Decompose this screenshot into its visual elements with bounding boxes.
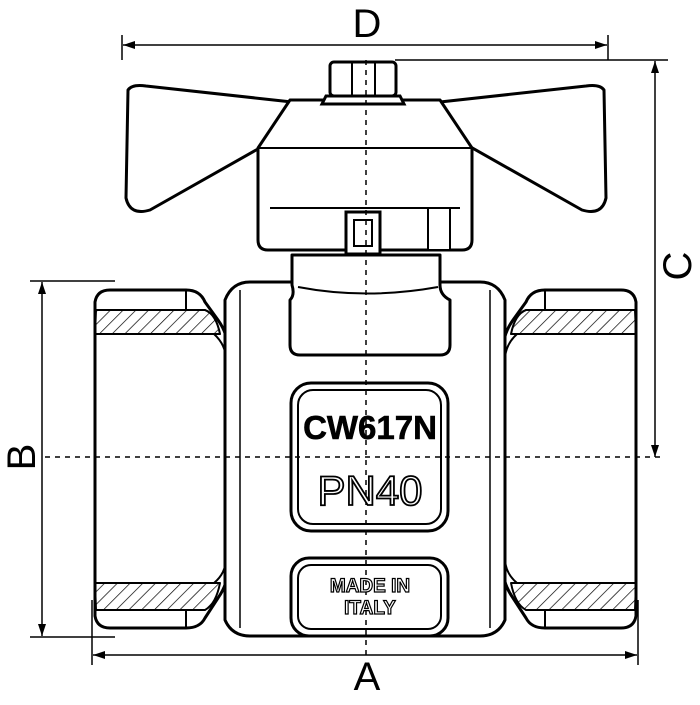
left-port-outline — [93, 288, 230, 630]
dimension-a-label: A — [354, 655, 381, 699]
origin-plate-inner — [297, 564, 442, 630]
right-port — [501, 288, 638, 630]
valve-body — [93, 253, 638, 638]
left-thread-top-hatch — [94, 309, 221, 335]
dimension-c: C — [395, 59, 700, 457]
top-nut — [319, 60, 407, 106]
butterfly-handle — [124, 84, 608, 252]
dimension-b-label: B — [0, 444, 44, 471]
dimension-a: A — [91, 600, 639, 699]
stem-square-inner — [353, 219, 373, 247]
dimension-c-label: C — [656, 252, 700, 281]
nut-hex — [328, 60, 398, 98]
dimension-d: D — [121, 2, 609, 60]
stem-neck — [288, 253, 452, 357]
stem-neck-edge — [297, 286, 439, 295]
material-marking: CW617N — [303, 409, 437, 446]
dimension-d-label: D — [353, 2, 382, 46]
origin-marking-line1: MADE IN — [330, 576, 410, 597]
left-port — [93, 288, 230, 630]
handle-stop — [427, 207, 451, 251]
right-port-outline — [501, 288, 638, 630]
body-markings: CW617N PN40 MADE IN ITALY — [303, 409, 437, 620]
centerlines — [45, 60, 660, 660]
stem-square — [344, 210, 382, 256]
pressure-marking: PN40 — [317, 467, 422, 514]
dimension-b: B — [0, 280, 115, 638]
origin-marking-line2: ITALY — [344, 598, 396, 619]
right-thread-top-hatch — [510, 309, 637, 335]
left-thread-bottom-hatch — [94, 582, 221, 611]
nut-washer — [319, 94, 407, 106]
handle-hub — [256, 98, 474, 252]
right-thread-bottom-hatch — [510, 582, 637, 611]
